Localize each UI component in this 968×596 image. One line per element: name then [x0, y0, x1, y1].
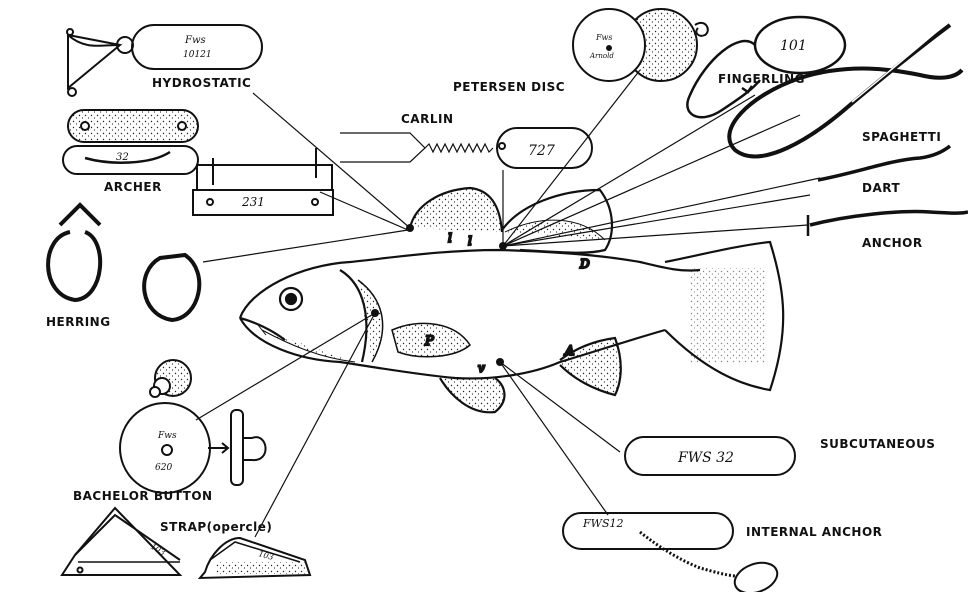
button-tag-text-2: 620 — [155, 463, 172, 473]
label-dart: DART — [862, 181, 900, 195]
disc-text-1: Fws — [595, 33, 613, 42]
petersen-disc-tag: Fws Arnold — [573, 9, 708, 81]
disc-text-2: Arnold — [589, 52, 614, 60]
label-archer: ARCHER — [104, 180, 162, 194]
label-internal-anchor: INTERNAL ANCHOR — [746, 525, 882, 539]
anchor-tag — [808, 212, 968, 236]
label-petersen-disc: PETERSEN DISC — [453, 80, 565, 94]
label-bachelor-button: BACHELOR BUTTON — [73, 489, 213, 503]
strap-tag-number-2: 103 — [257, 549, 274, 562]
label-hydrostatic: HYDROSTATIC — [152, 76, 251, 90]
fingerling-tag-number: 101 — [780, 38, 807, 54]
carlin-tag-number: 727 — [528, 143, 555, 159]
svg-text:l: l — [468, 234, 472, 248]
hydrostatic-tag-text-2: 10121 — [183, 50, 212, 60]
bachelor-button-tag: Fws 620 — [120, 360, 266, 493]
svg-text:P: P — [424, 334, 434, 349]
hydrostatic-tag-text-1: Fws — [184, 35, 206, 46]
button-tag-text-1: Fws — [157, 431, 177, 441]
strap-tags: 103 103 — [62, 508, 310, 578]
svg-text:v: v — [478, 361, 485, 375]
subcutaneous-tag-code: FWS 32 — [677, 450, 734, 466]
svg-text:l: l — [448, 231, 452, 245]
archer-tag-number: 32 — [116, 152, 129, 163]
label-strap: STRAP(opercle) — [160, 520, 272, 534]
plate-tag: 231 — [193, 148, 333, 215]
dart-tag — [818, 146, 950, 180]
label-subcutaneous: SUBCUTANEOUS — [820, 437, 935, 451]
label-fingerling: FINGERLING — [718, 72, 805, 86]
label-carlin: CARLIN — [401, 112, 454, 126]
fingerling-tag: 101 — [687, 17, 845, 117]
strap-tag-number-1: 103 — [149, 542, 167, 557]
label-spaghetti: SPAGHETTI — [862, 130, 941, 144]
svg-text:A: A — [564, 344, 574, 359]
plate-tag-number: 231 — [241, 195, 265, 209]
carlin-tag: 727 — [340, 128, 592, 168]
archer-tag: 32 — [63, 110, 198, 174]
label-herring: HERRING — [46, 315, 111, 329]
internal-anchor-tag-code: FWS12 — [582, 517, 623, 530]
label-anchor: ANCHOR — [862, 236, 923, 250]
herring-tags — [48, 205, 199, 320]
subcutaneous-tag: FWS 32 — [625, 437, 795, 475]
svg-text:D: D — [579, 257, 590, 271]
